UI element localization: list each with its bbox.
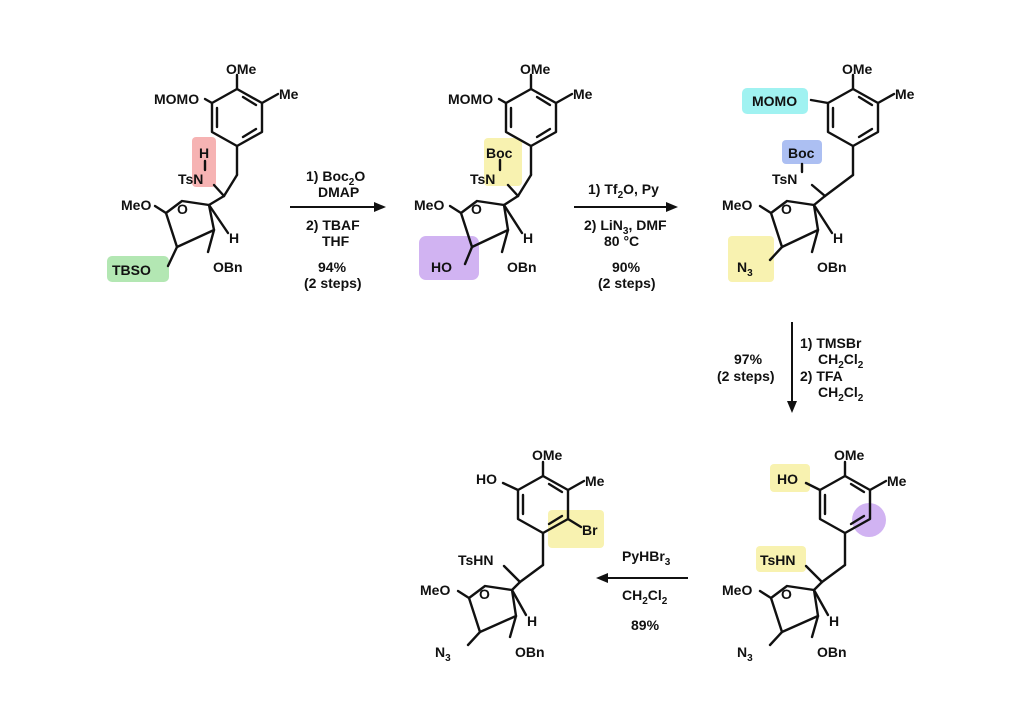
c4-n3: N3 xyxy=(737,644,753,664)
highlight-ho-purple xyxy=(419,236,479,280)
c4-ome: OMe xyxy=(834,447,865,463)
s1-line1: 1) Boc2O xyxy=(306,168,365,188)
c5-meo: MeO xyxy=(420,582,450,598)
highlight-boc-blue xyxy=(782,140,822,164)
reaction-step-3: 1) TMSBr CH2Cl2 2) TFA CH2Cl2 97% (2 ste… xyxy=(717,322,864,413)
c5-ho: HO xyxy=(476,471,497,487)
c4-meo: MeO xyxy=(722,582,752,598)
arrowhead-3 xyxy=(787,401,797,413)
c5-me: Me xyxy=(585,473,605,489)
compound-4: OMe HO Me TsHN MeO O H N3 OBn xyxy=(722,447,907,664)
compound-2: OMe MOMO Me Boc TsN MeO O H HO OBn xyxy=(414,61,593,280)
c4-o-ring: O xyxy=(781,586,792,602)
compound-5: OMe HO Me Br TsHN MeO O H N3 OBn xyxy=(420,447,605,664)
c1-h-top: H xyxy=(199,145,209,161)
c1-me: Me xyxy=(279,86,299,102)
c5-h-ring: H xyxy=(527,613,537,629)
c4-obn: OBn xyxy=(817,644,847,660)
highlight-br-yellow xyxy=(548,510,604,548)
c3-obn: OBn xyxy=(817,259,847,275)
c3-meo: MeO xyxy=(722,197,752,213)
arrowhead-2 xyxy=(666,202,678,212)
c3-n3: N3 xyxy=(737,259,753,279)
s3-line4: CH2Cl2 xyxy=(818,384,864,404)
c4-me: Me xyxy=(887,473,907,489)
c2-ho: HO xyxy=(431,259,452,275)
s4-yield: 89% xyxy=(631,617,660,633)
c3-o-ring: O xyxy=(781,201,792,217)
c2-o-ring: O xyxy=(471,201,482,217)
c2-boc: Boc xyxy=(486,145,513,161)
compound-3: OMe MOMO Me Boc TsN MeO O H N3 OBn xyxy=(722,61,915,282)
s1-line4: THF xyxy=(322,233,350,249)
reaction-step-4: PyHBr3 CH2Cl2 89% xyxy=(596,548,688,633)
s1-steps: (2 steps) xyxy=(304,275,362,291)
reaction-step-1: 1) Boc2O DMAP 2) TBAF THF 94% (2 steps) xyxy=(290,168,386,291)
c1-ome: OMe xyxy=(226,61,257,77)
s1-line3: 2) TBAF xyxy=(306,217,360,233)
c1-momo: MOMO xyxy=(154,91,199,107)
c5-ome: OMe xyxy=(532,447,563,463)
s1-yield: 94% xyxy=(318,259,347,275)
c1-tsn: TsN xyxy=(178,171,203,187)
c3-momo: MOMO xyxy=(752,93,797,109)
c2-me: Me xyxy=(573,86,593,102)
s3-yield: 97% xyxy=(734,351,763,367)
c3-h-ring: H xyxy=(833,230,843,246)
c2-meo: MeO xyxy=(414,197,444,213)
s2-line3: 80 °C xyxy=(604,233,639,249)
highlight-n3-yellow xyxy=(728,236,774,282)
s3-line2: CH2Cl2 xyxy=(818,351,864,371)
highlight-tbso-green xyxy=(107,256,169,282)
s2-line2: 2) LiN3, DMF xyxy=(584,217,667,237)
highlight-boc-yellow xyxy=(484,138,522,186)
s4-line1: PyHBr3 xyxy=(622,548,671,568)
reaction-step-2: 1) Tf2O, Py 2) LiN3, DMF 80 °C 90% (2 st… xyxy=(574,181,678,291)
c3-ome: OMe xyxy=(842,61,873,77)
c5-obn: OBn xyxy=(515,644,545,660)
c1-meo: MeO xyxy=(121,197,151,213)
arrowhead-4 xyxy=(596,573,608,583)
s1-line2: DMAP xyxy=(318,184,359,200)
highlight-tshn-yellow xyxy=(756,546,806,572)
s2-steps: (2 steps) xyxy=(598,275,656,291)
arrowhead-1 xyxy=(374,202,386,212)
c3-me: Me xyxy=(895,86,915,102)
c3-tsn: TsN xyxy=(772,171,797,187)
c1-o-ring: O xyxy=(177,201,188,217)
c5-o-ring: O xyxy=(479,586,490,602)
c5-br: Br xyxy=(582,522,598,538)
s3-line1: 1) TMSBr xyxy=(800,335,862,351)
c1-h-ring: H xyxy=(229,230,239,246)
s3-line3: 2) TFA xyxy=(800,368,843,384)
highlight-ho-yellow xyxy=(770,464,810,492)
c1-tbso: TBSO xyxy=(112,262,151,278)
c4-h-ring: H xyxy=(829,613,839,629)
c5-n3: N3 xyxy=(435,644,451,664)
c2-h-ring: H xyxy=(523,230,533,246)
c4-tshn: TsHN xyxy=(760,552,796,568)
s2-yield: 90% xyxy=(612,259,641,275)
c2-momo: MOMO xyxy=(448,91,493,107)
c2-tsn: TsN xyxy=(470,171,495,187)
s4-line2: CH2Cl2 xyxy=(622,587,668,607)
c2-ome: OMe xyxy=(520,61,551,77)
c1-obn: OBn xyxy=(213,259,243,275)
compound-1: OMe MOMO Me H TsN MeO O H TBSO OBn xyxy=(107,61,299,282)
c5-tshn: TsHN xyxy=(458,552,494,568)
s3-steps: (2 steps) xyxy=(717,368,775,384)
c2-obn: OBn xyxy=(507,259,537,275)
highlight-momo-cyan xyxy=(742,88,808,114)
s2-line1: 1) Tf2O, Py xyxy=(588,181,659,201)
c3-boc: Boc xyxy=(788,145,815,161)
c4-ho: HO xyxy=(777,471,798,487)
